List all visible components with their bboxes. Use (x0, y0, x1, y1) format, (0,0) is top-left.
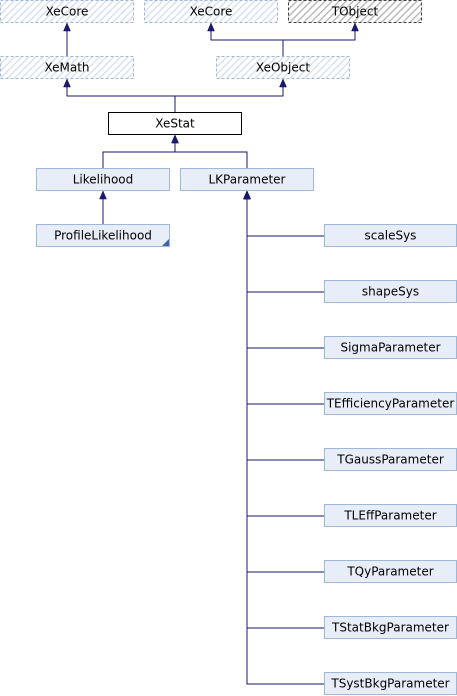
node-label: XeCore (190, 5, 233, 19)
inheritance-edge-tgaussparameter-to-lkparameter (243, 190, 324, 461)
edge-line (246, 191, 324, 405)
edge-arrowhead-icon (99, 190, 107, 200)
class-node-sigmaparameter[interactable]: SigmaParameter (324, 336, 457, 359)
class-node-tgaussparameter[interactable]: TGaussParameter (324, 448, 457, 471)
inheritance-edge-profilelikelihood-to-likelihood (99, 190, 107, 224)
node-box (216, 56, 350, 79)
inheritance-edge-tefficiencyparameter-to-lkparameter (243, 190, 324, 405)
class-node-scalesys[interactable]: scaleSys (324, 224, 457, 247)
node-label: XeMath (44, 61, 89, 75)
inheritance-edge-sigmaparameter-to-lkparameter (243, 190, 324, 349)
edges-layer (63, 22, 359, 685)
class-node-shapesys[interactable]: shapeSys (324, 280, 457, 303)
edge-line (66, 79, 176, 112)
edge-line (174, 79, 284, 112)
inheritance-edge-xestat-to-xeobject (174, 78, 287, 112)
inheritance-edge-tsystbkgparameter-to-lkparameter (243, 190, 324, 685)
class-node-xemath[interactable]: XeMath (0, 56, 134, 79)
inheritance-edge-tqyparameter-to-lkparameter (243, 190, 324, 573)
truncated-children-marker-icon (162, 239, 169, 246)
class-node-lkparameter[interactable]: LKParameter (180, 168, 314, 191)
class-node-xestat: XeStat (108, 112, 242, 135)
node-label: XeCore (46, 5, 89, 19)
node-box (144, 0, 278, 23)
node-box (36, 168, 170, 191)
class-node-tefficiencyparameter[interactable]: TEfficiencyParameter (324, 392, 457, 415)
node-label: ProfileLikelihood (54, 229, 152, 243)
class-node-profilelikelihood[interactable]: ProfileLikelihood (36, 224, 170, 247)
node-label: TObject (331, 5, 379, 19)
edge-line (282, 23, 356, 56)
edge-arrowhead-icon (63, 78, 71, 88)
node-box (36, 224, 170, 247)
class-node-xecore-1[interactable]: XeCore (0, 0, 134, 23)
node-box (288, 0, 422, 23)
inheritance-edge-likelihood-to-xestat (102, 134, 179, 168)
edge-line (246, 191, 324, 573)
inheritance-edge-shapesys-to-lkparameter (243, 190, 324, 293)
class-node-tsystbkgparameter[interactable]: TSystBkgParameter (324, 672, 457, 695)
node-box (0, 56, 134, 79)
node-label: XeObject (256, 61, 310, 75)
edge-arrowhead-icon (171, 134, 179, 144)
edge-arrowhead-icon (207, 22, 215, 32)
inheritance-edge-xeobject-to-tobject (282, 22, 359, 56)
edge-line (246, 191, 324, 629)
edge-line (246, 191, 324, 461)
class-node-xecore-2[interactable]: XeCore (144, 0, 278, 23)
inheritance-edge-xeobject-to-xecore-2 (207, 22, 284, 56)
node-label: TEfficiencyParameter (326, 397, 455, 411)
edge-arrowhead-icon (351, 22, 359, 32)
edge-line (102, 135, 176, 168)
class-node-xeobject[interactable]: XeObject (216, 56, 350, 79)
node-label: scaleSys (365, 229, 417, 243)
inheritance-edge-tleffparameter-to-lkparameter (243, 190, 324, 517)
class-node-tobject[interactable]: TObject (288, 0, 422, 23)
edge-line (210, 23, 284, 56)
inheritance-edge-lkparameter-to-xestat (171, 134, 248, 168)
node-label: shapeSys (362, 285, 419, 299)
node-label: TStatBkgParameter (331, 621, 449, 635)
inheritance-edge-xemath-to-xecore-1 (63, 22, 71, 56)
inheritance-edge-xestat-to-xemath (63, 78, 176, 112)
node-box (180, 168, 314, 191)
class-node-tleffparameter[interactable]: TLEffParameter (324, 504, 457, 527)
class-node-tqyparameter[interactable]: TQyParameter (324, 560, 457, 583)
edge-line (246, 191, 324, 685)
node-label: SigmaParameter (340, 341, 440, 355)
edge-line (246, 191, 324, 517)
node-label: Likelihood (73, 173, 134, 187)
edge-line (246, 191, 324, 349)
inheritance-edge-scalesys-to-lkparameter (243, 190, 324, 237)
node-label: TQyParameter (346, 565, 433, 579)
node-label: TLEffParameter (343, 509, 436, 523)
node-box (0, 0, 134, 23)
edge-line (246, 191, 324, 293)
inheritance-edge-tstatbkgparameter-to-lkparameter (243, 190, 324, 629)
node-label: LKParameter (209, 173, 286, 187)
node-label: TGaussParameter (336, 453, 444, 467)
edge-arrowhead-icon (63, 22, 71, 32)
node-label: TSystBkgParameter (330, 677, 449, 691)
edge-line (174, 135, 248, 168)
edge-line (246, 191, 324, 237)
edge-arrowhead-icon (243, 190, 251, 200)
edge-arrowhead-icon (279, 78, 287, 88)
class-node-likelihood[interactable]: Likelihood (36, 168, 170, 191)
node-label: XeStat (155, 117, 195, 131)
class-node-tstatbkgparameter[interactable]: TStatBkgParameter (324, 616, 457, 639)
node-box (108, 112, 242, 135)
